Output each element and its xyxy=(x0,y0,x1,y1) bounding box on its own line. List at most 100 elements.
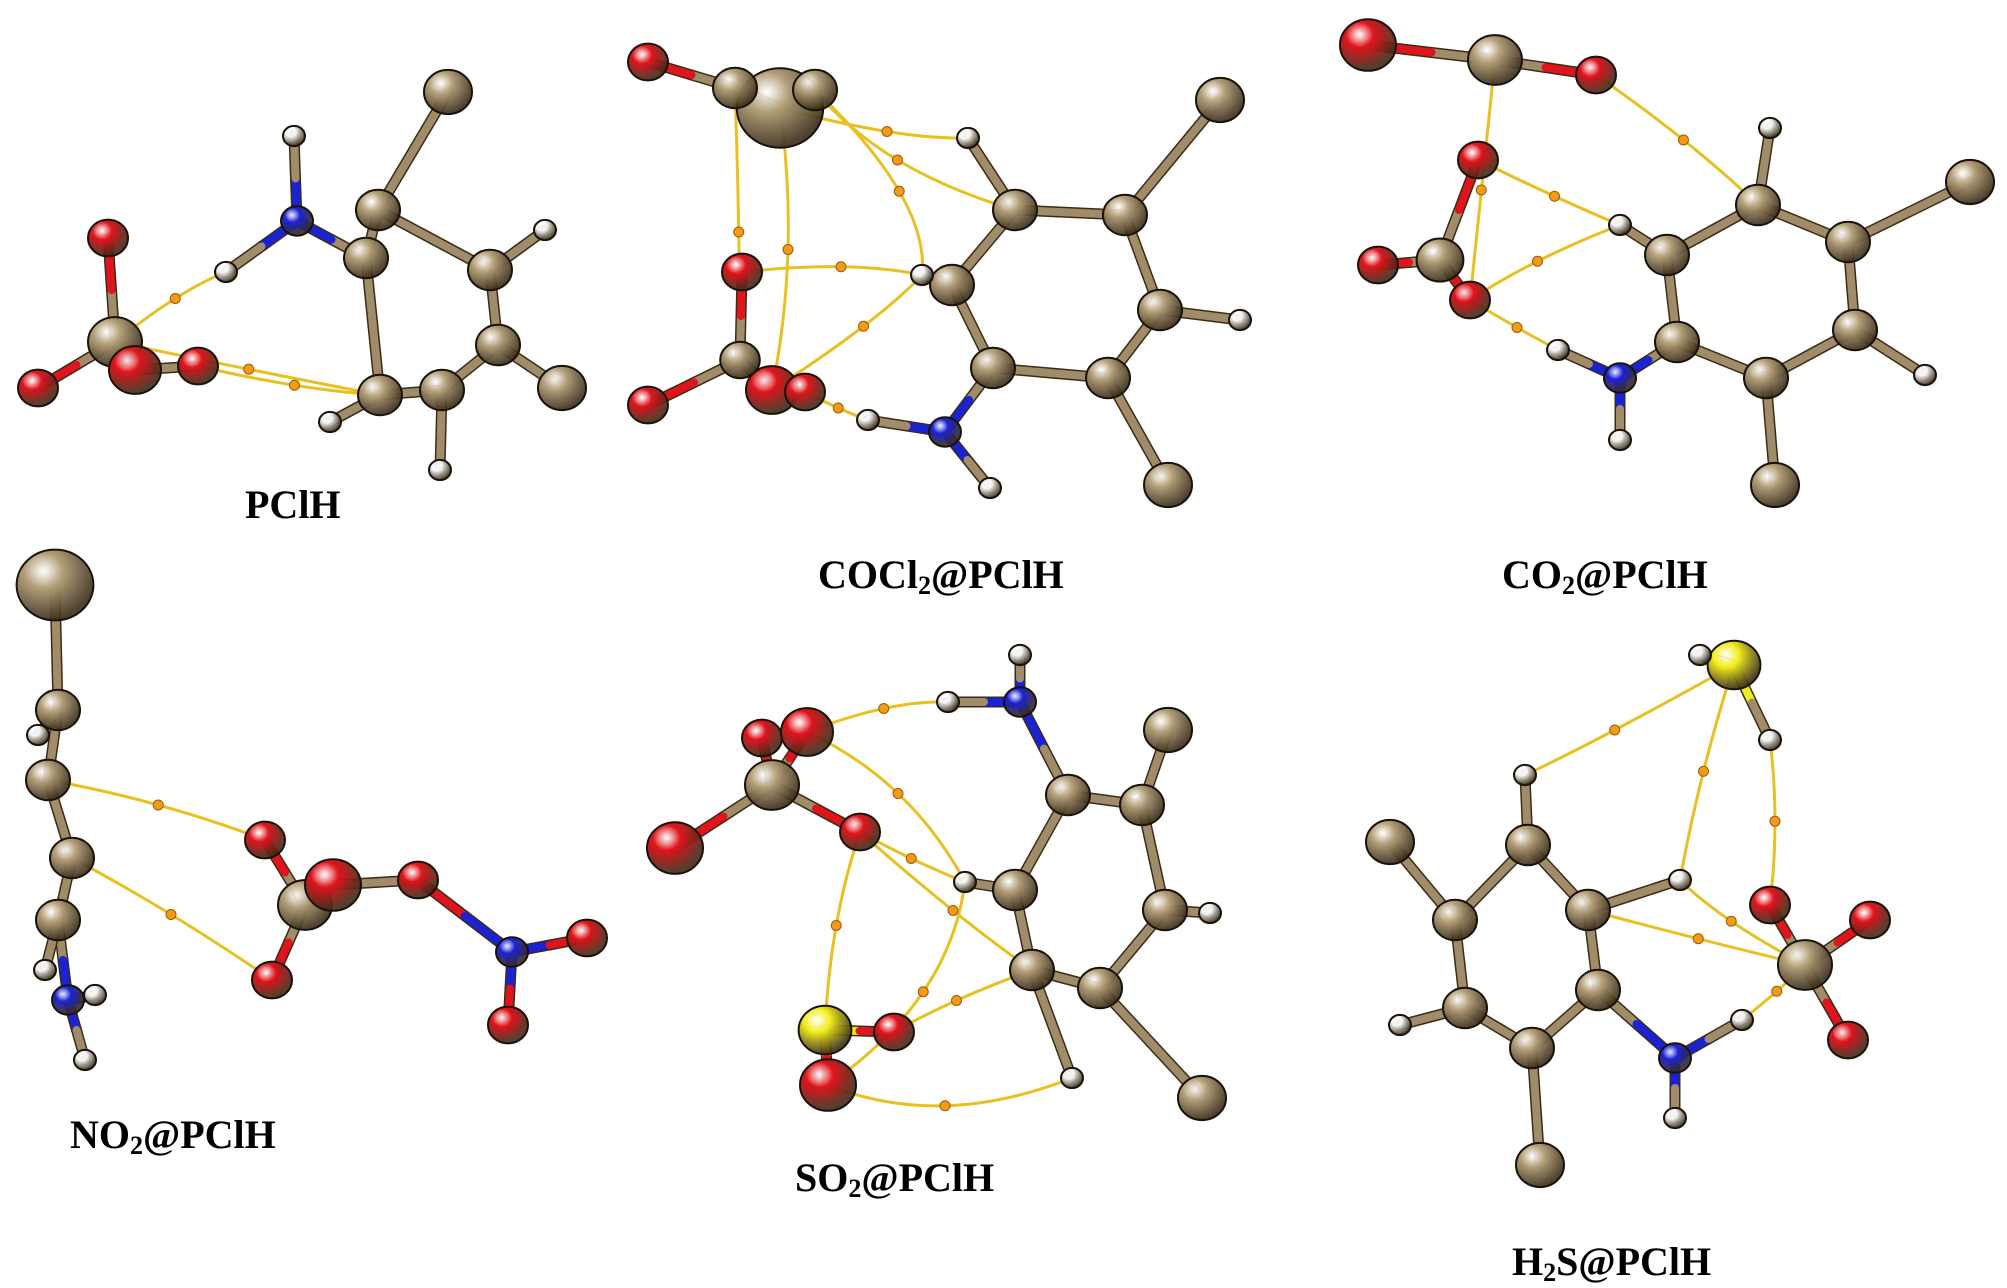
carbon-atom xyxy=(1735,183,1781,227)
bond-critical-point xyxy=(905,853,917,864)
carbon-atom xyxy=(1509,1026,1555,1070)
hydrogen-atom xyxy=(318,410,342,434)
oxygen-atom xyxy=(741,718,783,758)
hydrogen-atom xyxy=(533,218,557,242)
carbon-atom xyxy=(1085,356,1131,400)
interaction-path xyxy=(1477,158,1621,227)
hydrogen-atom xyxy=(1758,728,1782,752)
bond-critical-point xyxy=(1692,933,1704,945)
carbon-atom xyxy=(1009,948,1055,992)
hydrogen-atom xyxy=(428,458,452,482)
bond-critical-point xyxy=(1771,985,1783,997)
chlorine-atom xyxy=(1195,76,1245,124)
oxygen-atom xyxy=(1827,1020,1869,1060)
chlorine-atom xyxy=(1177,1074,1227,1122)
hydrogen-atom xyxy=(1008,643,1032,667)
hydrogen-atom xyxy=(1228,308,1252,332)
molecule-cocl2 xyxy=(627,42,1252,509)
bond-critical-point xyxy=(289,379,300,391)
hydrogen-atom xyxy=(1198,901,1222,925)
nitrogen-atom xyxy=(51,984,85,1016)
hydrogen-atom xyxy=(1546,338,1570,362)
hydrogen-atom xyxy=(978,476,1002,500)
oxygen-atom xyxy=(1449,280,1491,320)
hydrogen-atom xyxy=(1668,868,1692,892)
bond-critical-point xyxy=(1475,184,1487,196)
hydrogen-atom xyxy=(1608,428,1632,452)
bond-critical-point xyxy=(830,920,842,931)
nitrogen-atom xyxy=(495,936,529,968)
carbon-atom xyxy=(475,323,521,367)
bond-critical-point xyxy=(165,909,177,920)
bond-critical-point xyxy=(243,363,255,375)
hydrogen-atom xyxy=(856,408,880,432)
oxygen-atom xyxy=(487,1005,529,1045)
carbon-atom xyxy=(49,836,95,880)
panel-co2: CO2@PClH xyxy=(1280,0,2007,600)
carbon-atom xyxy=(744,759,800,811)
oxygen-atom xyxy=(17,368,59,408)
hydrogen-atom xyxy=(1688,643,1712,667)
carbon-atom xyxy=(992,188,1038,232)
carbon-atom xyxy=(1654,320,1700,364)
interaction-path xyxy=(813,88,925,276)
bond-critical-point xyxy=(1532,255,1543,267)
caption-co2: CO2@PClH xyxy=(1502,552,1708,600)
carbon-atom xyxy=(1505,823,1551,867)
molecule-co2 xyxy=(1339,18,1995,509)
chlorine-atom xyxy=(1750,461,1800,509)
molecule-h2s xyxy=(1365,639,1891,1189)
nitrogen-atom xyxy=(280,205,314,237)
panel-h2s: H2S@PClH xyxy=(1300,620,2007,1288)
oxygen-atom xyxy=(873,1012,915,1052)
chlorine-atom xyxy=(1143,461,1193,509)
carbon-atom xyxy=(35,898,81,942)
panel-so2: SO2@PClH xyxy=(620,620,1320,1220)
bond-critical-point xyxy=(835,261,847,273)
hydrogen-atom xyxy=(1060,1066,1084,1090)
oxygen-atom xyxy=(721,252,763,292)
bond-critical-point xyxy=(858,320,869,332)
interaction-path xyxy=(1469,223,1621,302)
oxygen-atom xyxy=(1749,885,1791,925)
caption-so2: SO2@PClH xyxy=(795,1155,995,1203)
oxygen-atom xyxy=(566,918,608,958)
nitrogen-atom xyxy=(1603,362,1637,394)
carbon-atom xyxy=(1415,237,1465,283)
oxygen-atom xyxy=(304,858,362,912)
molecule-no2 xyxy=(15,548,608,1072)
hydrogen-atom xyxy=(1608,213,1632,237)
chlorine-atom xyxy=(1945,158,1995,206)
carbon-atom xyxy=(719,340,761,380)
molecule-so2 xyxy=(646,643,1227,1122)
bond-critical-point xyxy=(169,293,181,304)
oxygen-atom xyxy=(244,820,286,860)
carbon-atom xyxy=(1119,783,1165,827)
carbon-atom xyxy=(1442,986,1488,1030)
bond-critical-point xyxy=(1549,190,1560,202)
hydrogen-atom xyxy=(956,126,980,150)
carbon-atom xyxy=(1777,939,1833,991)
carbon-atom xyxy=(343,236,389,280)
panel-cocl2: COCl2@PClH xyxy=(600,0,1300,600)
hydrogen-atom xyxy=(1663,1106,1687,1130)
hydrogen-atom xyxy=(1758,116,1782,140)
hydrogen-atom xyxy=(1388,1013,1412,1037)
bond-critical-point xyxy=(917,986,929,998)
molecule-pclh xyxy=(17,68,587,482)
chlorine-atom xyxy=(1143,706,1193,754)
oxygen-atom xyxy=(1357,245,1399,285)
bond-critical-point xyxy=(1511,322,1523,333)
bond-critical-point xyxy=(892,154,903,166)
carbon-atom xyxy=(1077,966,1123,1010)
hydrogen-atom xyxy=(73,1048,97,1072)
bond-critical-point xyxy=(1609,724,1621,736)
hydrogen-atom xyxy=(1513,763,1537,787)
oxygen-atom xyxy=(839,812,881,852)
nitrogen-atom xyxy=(1658,1042,1692,1074)
oxygen-atom xyxy=(627,385,669,425)
carbon-atom xyxy=(929,263,975,307)
bond-critical-point xyxy=(152,799,164,811)
hydrogen-atom xyxy=(936,690,960,714)
